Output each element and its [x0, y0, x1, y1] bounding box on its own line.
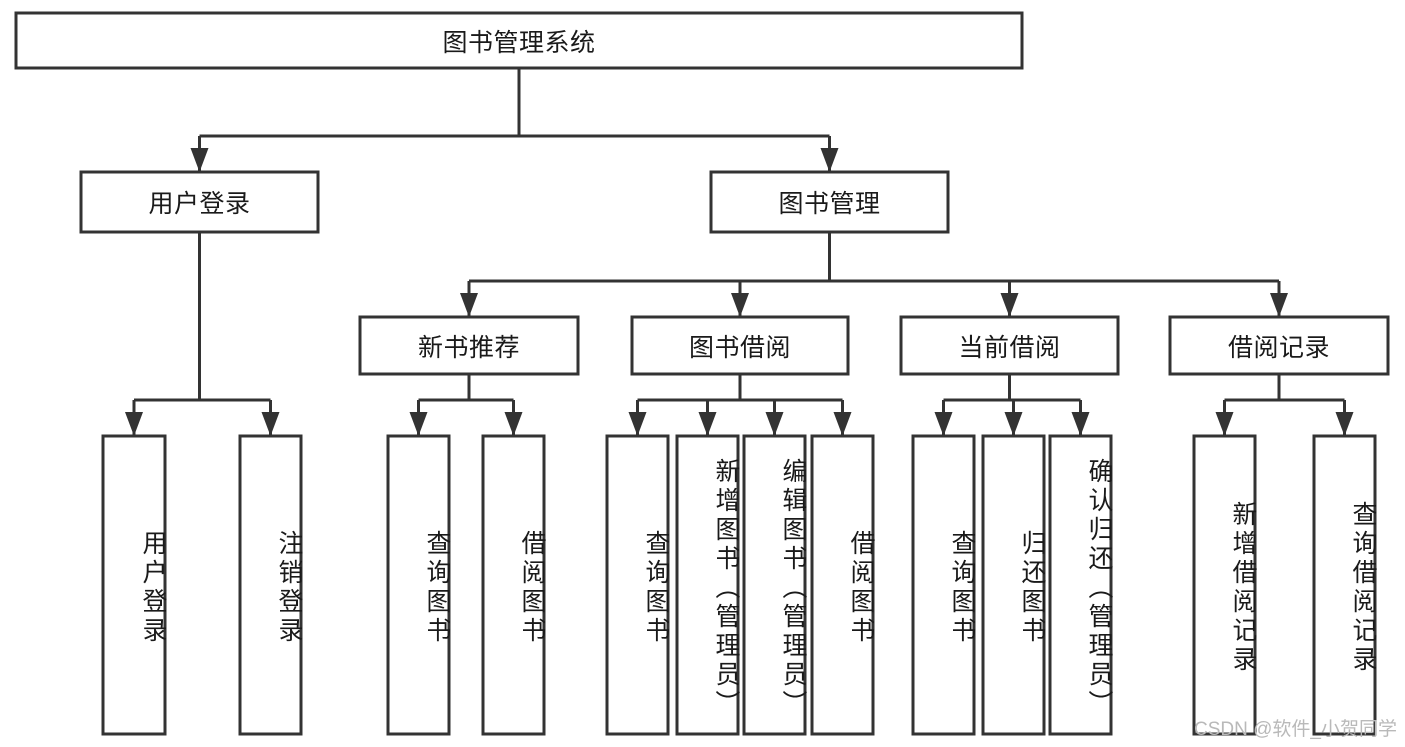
arrow-head-icon — [731, 293, 749, 317]
node-box-leaf-edit-book[interactable] — [742, 434, 807, 736]
node-box-root[interactable] — [14, 11, 1024, 70]
node-box-leaf-borrow-book-1[interactable] — [481, 434, 546, 736]
node-box-new-book-rec[interactable] — [358, 315, 580, 376]
node-box-book-borrow[interactable] — [630, 315, 850, 376]
arrow-head-icon — [460, 293, 478, 317]
node-box-leaf-query-book-1[interactable] — [386, 434, 451, 736]
arrow-head-icon — [1000, 293, 1019, 317]
arrow-head-icon — [261, 412, 280, 436]
node-box-leaf-query-book-2[interactable] — [605, 434, 670, 736]
arrow-head-icon — [1071, 412, 1090, 436]
node-box-leaf-query-book-3[interactable] — [911, 434, 976, 736]
node-box-leaf-add-record[interactable] — [1192, 434, 1257, 736]
watermark-text: CSDN @软件_小贺同学 — [1194, 719, 1397, 740]
node-box-borrow-record[interactable] — [1168, 315, 1390, 376]
node-box-leaf-borrow-book-2[interactable] — [810, 434, 875, 736]
arrow-head-icon — [409, 412, 428, 436]
node-box-user-login[interactable] — [79, 170, 320, 234]
edges-layer — [125, 68, 1354, 436]
node-box-leaf-query-record[interactable] — [1312, 434, 1377, 736]
arrow-head-icon — [833, 412, 852, 436]
node-box-leaf-confirm-return[interactable] — [1048, 434, 1113, 736]
arrow-head-icon — [628, 412, 647, 436]
arrow-head-icon — [190, 148, 209, 172]
arrow-head-icon — [934, 412, 953, 436]
node-box-leaf-user-login[interactable] — [101, 434, 167, 736]
node-box-leaf-add-book[interactable] — [675, 434, 740, 736]
node-box-leaf-return-book[interactable] — [981, 434, 1046, 736]
arrow-head-icon — [765, 412, 784, 436]
arrow-head-icon — [1335, 412, 1354, 436]
arrow-head-icon — [504, 412, 523, 436]
boxes-layer — [14, 11, 1390, 736]
node-box-leaf-user-logout[interactable] — [238, 434, 303, 736]
node-box-current-borrow[interactable] — [899, 315, 1120, 376]
arrow-head-icon — [1270, 293, 1288, 317]
node-box-book-manage[interactable] — [709, 170, 950, 234]
arrow-head-icon — [1004, 412, 1023, 436]
arrow-head-icon — [125, 412, 143, 436]
arrow-head-icon — [698, 412, 717, 436]
arrow-head-icon — [820, 148, 839, 172]
arrow-head-icon — [1215, 412, 1234, 436]
